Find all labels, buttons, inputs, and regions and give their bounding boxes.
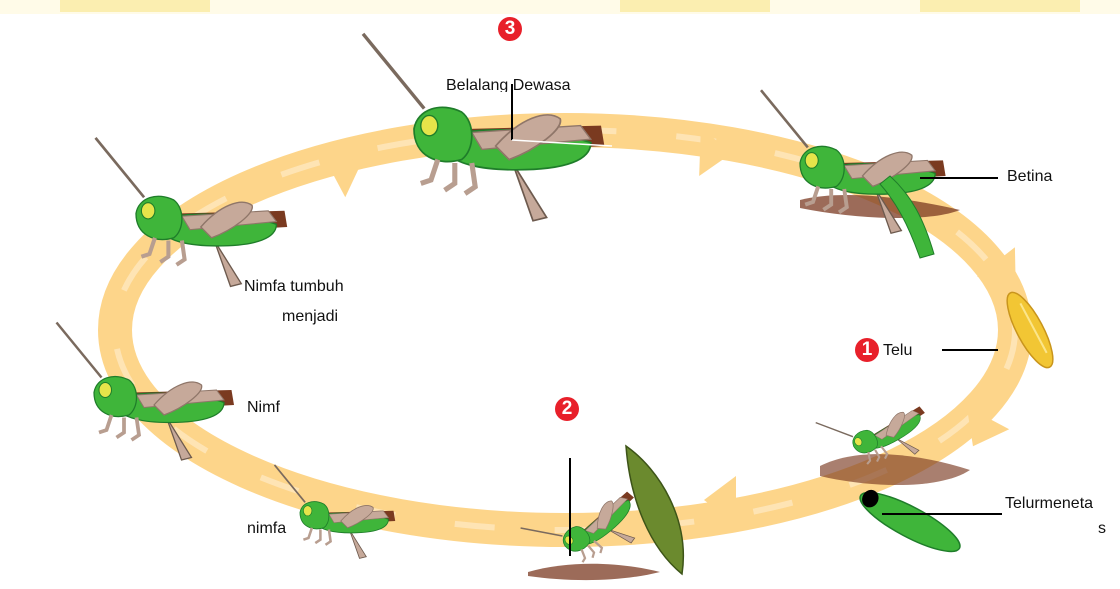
egg-label: Telu [883,341,912,361]
small-nymph-label: nimfa [247,519,286,539]
nymph-grow-label-line1: Nimfa tumbuh [244,277,344,297]
nymph-grow-label-line2: menjadi [282,307,338,327]
hatching-nymph-icon [854,482,967,561]
hatching-label-line1: Telurmeneta [1005,494,1093,514]
nymph-label: Nimf [247,398,280,418]
adult-label: Belalang Dewasa [446,76,571,92]
soil-patch [820,454,970,485]
female-label: Betina [1007,167,1052,187]
soil-patch [528,564,660,580]
hatching-label-line2: s [1098,519,1106,539]
leaf-icon [626,446,683,574]
top-stripe-bar [60,0,210,12]
step-badge-3: 3 [498,17,522,41]
step-badge-1: 1 [855,338,879,362]
step-badge-2: 2 [555,397,579,421]
adult-label-clip: Belalang Dewasa [446,76,586,92]
